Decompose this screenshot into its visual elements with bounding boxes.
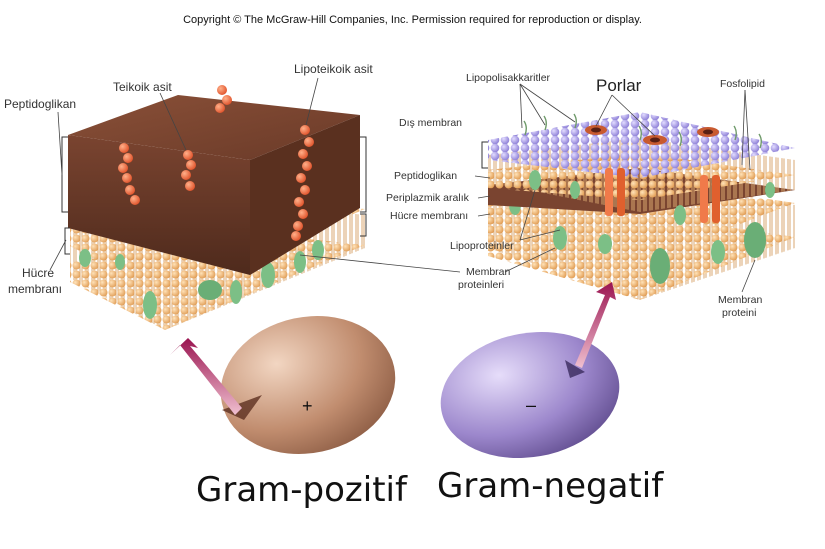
- porin-proteins: [585, 125, 720, 223]
- caption-gram-positive: Gram-pozitif: [196, 470, 407, 510]
- label-periplasmic-space: Periplazmik aralık: [386, 192, 469, 204]
- teichoic-acid-chain: [118, 85, 232, 205]
- label-pores: Porlar: [596, 76, 642, 95]
- membrane-protein-shape: [744, 222, 766, 258]
- membrane-protein-shape: [198, 280, 222, 300]
- label-gp-cell-membrane-line1: Hücre: [22, 266, 55, 280]
- lipoteichoic-acid-chain: [291, 125, 314, 241]
- label-membrane-protein-line2: proteini: [722, 307, 757, 319]
- membrane-protein-shape: [711, 240, 725, 264]
- membrane-protein-shape: [553, 226, 567, 250]
- lipoprotein-shape: [529, 170, 541, 190]
- membrane-protein-shape: [312, 240, 324, 260]
- label-gp-peptidoglycan: Peptidoglikan: [4, 97, 77, 111]
- gram-negative-wall: [481, 112, 795, 300]
- membrane-protein-shape: [79, 249, 91, 267]
- label-membrane-proteins-line1: Membran: [466, 266, 511, 278]
- gram-positive-cell: [170, 316, 396, 454]
- label-lipopolysaccharides: Lipopolisakkaritler: [466, 72, 551, 84]
- label-membrane-protein-line1: Membran: [718, 294, 763, 306]
- gram-positive-wall: [61, 85, 367, 330]
- lipoprotein-shape: [570, 181, 580, 199]
- caption-gram-negative: Gram-negatif: [437, 466, 664, 506]
- copyright-notice: Copyright © The McGraw-Hill Companies, I…: [183, 14, 642, 26]
- cell-membrane-bracket: [64, 227, 70, 255]
- lipopolysaccharide-strands: [523, 113, 762, 149]
- gram-negative-leader-lines: [299, 83, 756, 293]
- membrane-protein-shape: [143, 291, 157, 319]
- label-lipoteichoic-acid: Lipoteikoik asit: [294, 62, 373, 76]
- label-gn-cell-membrane: Hücre membranı: [390, 210, 469, 222]
- label-lipoproteins: Lipoproteinler: [450, 240, 514, 252]
- membrane-protein-shape: [598, 234, 612, 254]
- label-membrane-proteins-line2: proteinleri: [458, 279, 505, 291]
- membrane-protein-shape: [230, 280, 242, 304]
- membrane-protein-shape: [294, 251, 306, 273]
- membrane-protein-shape: [650, 248, 670, 284]
- pointer-arrow-negative: [575, 282, 616, 368]
- pointer-arrow-positive: [170, 338, 242, 415]
- gram-negative-cell: [440, 282, 620, 459]
- label-gn-peptidoglycan: Peptidoglikan: [394, 170, 458, 182]
- outer-membrane-bracket: [481, 141, 488, 169]
- negative-sign: –: [526, 395, 537, 415]
- membrane-protein-shape: [261, 262, 275, 288]
- label-outer-membrane: Dış membran: [399, 117, 463, 129]
- peptidoglycan-right-bracket: [360, 136, 367, 213]
- positive-sign: +: [302, 396, 313, 416]
- lipoprotein-shape: [765, 182, 775, 198]
- gram-positive-leader-lines: [49, 77, 319, 271]
- label-teichoic-acid: Teikoik asit: [113, 80, 172, 94]
- label-phospholipid: Fosfolipid: [720, 78, 765, 90]
- label-gp-cell-membrane-line2: membranı: [8, 282, 63, 296]
- peptidoglycan-bracket: [61, 136, 68, 213]
- membrane-protein-shape: [115, 254, 125, 270]
- lipoprotein-shape: [674, 205, 686, 225]
- cell-membrane-right-bracket: [360, 213, 367, 237]
